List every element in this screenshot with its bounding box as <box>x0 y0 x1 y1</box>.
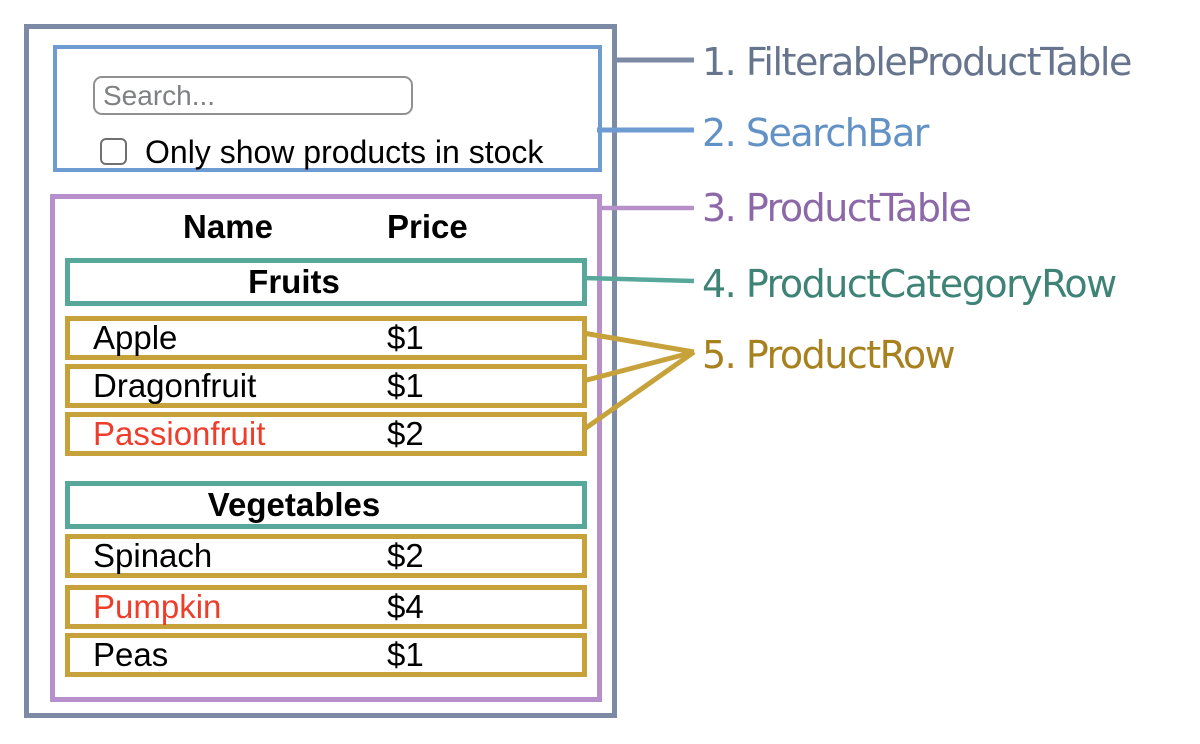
product-price: $1 <box>387 636 424 673</box>
in-stock-checkbox[interactable] <box>100 138 127 165</box>
product-name-out-of-stock: Passionfruit <box>93 415 266 452</box>
product-category-row-vegetables: Vegetables <box>65 481 587 529</box>
search-bar-box: Only show products in stock <box>53 45 602 172</box>
legend-filterable-product-table: 1. FilterableProductTable <box>702 40 1132 84</box>
legend-search-bar: 2. SearchBar <box>702 111 929 155</box>
filterable-product-table-box: Only show products in stock Name Price F… <box>24 24 617 718</box>
product-name: Apple <box>93 319 178 356</box>
product-row-pumpkin: Pumpkin $4 <box>65 585 587 629</box>
price-column-header: Price <box>387 208 468 245</box>
legend-product-category-row: 4. ProductCategoryRow <box>702 262 1117 306</box>
product-row-apple: Apple $1 <box>65 316 587 360</box>
product-name: Peas <box>93 636 169 673</box>
product-name: Dragonfruit <box>93 367 257 404</box>
product-price: $2 <box>387 537 424 574</box>
product-category-row-fruits: Fruits <box>65 258 587 306</box>
legend-product-row: 5. ProductRow <box>702 333 956 377</box>
legend-product-table: 3. ProductTable <box>702 186 972 230</box>
product-price: $4 <box>387 588 424 625</box>
product-row-spinach: Spinach $2 <box>65 534 587 578</box>
category-label: Vegetables <box>207 486 381 523</box>
category-label: Fruits <box>248 263 340 300</box>
product-name-out-of-stock: Pumpkin <box>93 588 222 625</box>
product-price: $1 <box>387 367 424 404</box>
product-row-dragonfruit: Dragonfruit $1 <box>65 364 587 408</box>
name-column-header: Name <box>183 208 273 245</box>
product-price: $2 <box>387 415 424 452</box>
product-name: Spinach <box>93 537 213 574</box>
product-row-passionfruit: Passionfruit $2 <box>65 412 587 456</box>
product-row-peas: Peas $1 <box>65 633 587 677</box>
in-stock-checkbox-label: Only show products in stock <box>145 134 544 170</box>
search-input[interactable] <box>93 76 413 115</box>
product-price: $1 <box>387 319 424 356</box>
product-table-box: Name Price Fruits Apple $1 Dragonfruit $… <box>50 194 602 702</box>
